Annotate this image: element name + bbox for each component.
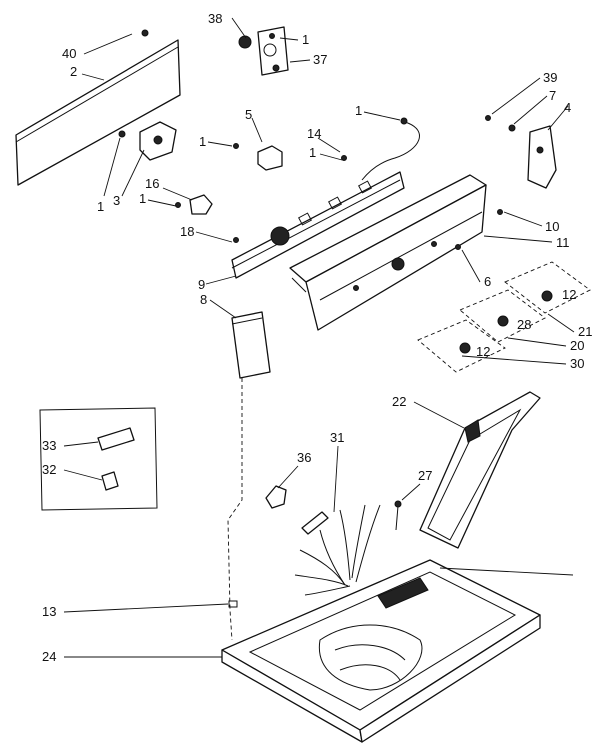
control-console bbox=[289, 174, 503, 331]
part-36 bbox=[265, 485, 287, 509]
callout-39: 39 bbox=[543, 70, 557, 85]
control-panel-rear bbox=[231, 171, 405, 279]
callout-1: 1 bbox=[97, 199, 104, 214]
callout-27: 27 bbox=[418, 468, 432, 483]
callout-14: 14 bbox=[307, 126, 321, 141]
callout-6: 6 bbox=[484, 274, 491, 289]
timer-bracket bbox=[238, 26, 289, 76]
lint-duct bbox=[419, 391, 541, 549]
callout-1: 1 bbox=[309, 145, 316, 160]
callout-12: 12 bbox=[562, 287, 576, 302]
callout-20: 20 bbox=[570, 338, 584, 353]
side-bracket bbox=[485, 115, 557, 189]
callout-30: 30 bbox=[570, 356, 584, 371]
callout-38: 38 bbox=[208, 11, 222, 26]
callout-8: 8 bbox=[200, 292, 207, 307]
callout-12: 12 bbox=[476, 344, 490, 359]
callout-36: 36 bbox=[297, 450, 311, 465]
callout-1: 1 bbox=[302, 32, 309, 47]
part-13 bbox=[228, 600, 238, 608]
part-16 bbox=[175, 194, 213, 215]
callout-4: 4 bbox=[564, 100, 571, 115]
callout-32: 32 bbox=[42, 462, 56, 477]
part-5-switch bbox=[233, 143, 283, 171]
callout-labels: 38 1 37 40 2 39 7 4 5 1 14 1 1 1 3 16 1 … bbox=[42, 11, 592, 664]
wire-14 bbox=[341, 117, 420, 181]
callout-33: 33 bbox=[42, 438, 56, 453]
callout-31: 31 bbox=[330, 430, 344, 445]
switch-left bbox=[118, 121, 177, 161]
callout-3: 3 bbox=[113, 193, 120, 208]
callout-21: 21 bbox=[578, 324, 592, 339]
callout-37: 37 bbox=[313, 52, 327, 67]
callout-1: 1 bbox=[355, 103, 362, 118]
callout-16: 16 bbox=[145, 176, 159, 191]
knob-insets bbox=[417, 261, 591, 373]
rear-panel bbox=[15, 29, 181, 186]
callout-11: 11 bbox=[556, 235, 570, 250]
callout-18: 18 bbox=[180, 224, 194, 239]
callout-7: 7 bbox=[549, 88, 556, 103]
callout-22: 22 bbox=[392, 394, 406, 409]
callout-5: 5 bbox=[245, 107, 252, 122]
leader-lines bbox=[63, 17, 575, 658]
callout-24: 24 bbox=[42, 649, 56, 664]
callout-13: 13 bbox=[42, 604, 56, 619]
wiring-harness bbox=[294, 504, 381, 596]
inset-box-32-33 bbox=[39, 407, 158, 511]
ground-wire-line bbox=[227, 378, 243, 641]
callout-28: 28 bbox=[517, 317, 531, 332]
callout-9: 9 bbox=[198, 277, 205, 292]
screw-27 bbox=[394, 500, 402, 531]
cover-8 bbox=[231, 311, 271, 379]
callout-2: 2 bbox=[70, 64, 77, 79]
callout-1: 1 bbox=[199, 134, 206, 149]
callout-40: 40 bbox=[62, 46, 76, 61]
callout-10: 10 bbox=[545, 219, 559, 234]
callout-1: 1 bbox=[139, 191, 146, 206]
base-top-panel bbox=[221, 559, 541, 743]
